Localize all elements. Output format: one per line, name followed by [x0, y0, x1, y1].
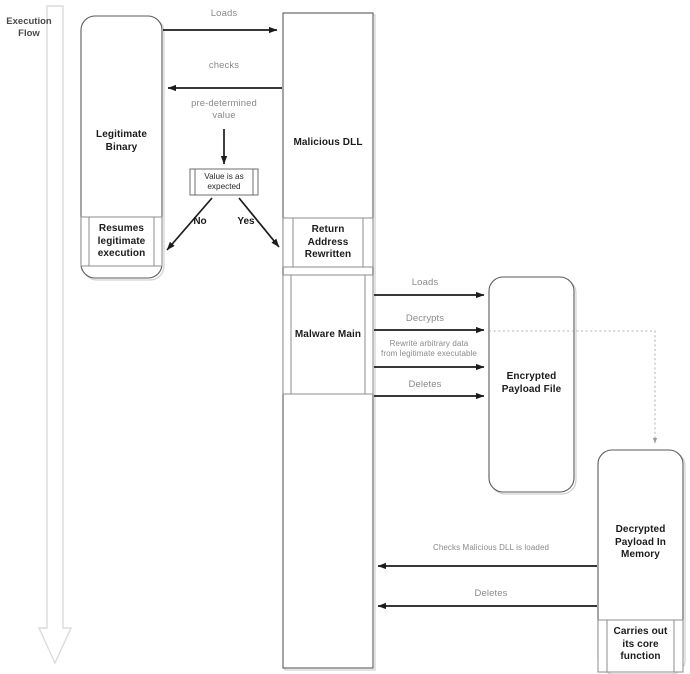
branch-label-yes: Yes: [237, 216, 255, 227]
branch-label-no: No: [193, 216, 207, 227]
activation-label-return-address-rewritten: Return Address Rewritten: [304, 224, 352, 260]
message-label-deletes-dll: Deletes: [474, 588, 508, 599]
execution-flow-label: Execution Flow: [6, 16, 52, 39]
lifeline-label-legitimate-binary: Legitimate Binary: [95, 129, 147, 153]
message-label-deletes-payload-file: Deletes: [408, 379, 442, 390]
activation-resumes-legitimate-execution-shape: [80, 216, 163, 267]
lifeline-label-encrypted-payload-file: Encrypted Payload File: [501, 371, 562, 395]
message-label-loads-payload: Loads: [411, 277, 439, 288]
activation-label-malware-main: Malware Main: [294, 329, 362, 340]
decision-value-is-as-expected-shape: [189, 168, 259, 196]
lifeline-legitimate-binary-shape: [80, 15, 165, 281]
activation-carries-out-its-core-function-shape: [597, 619, 684, 673]
activation-label-resumes-legitimate-execution: Resumes legitimate execution: [97, 223, 146, 259]
message-label-decrypts: Decrypts: [405, 313, 445, 324]
message-label-checks-malicious-dll-is-loaded: Checks Malicious DLL is loaded: [432, 543, 550, 552]
message-label-pre-determined-value: pre-determined value: [191, 98, 257, 121]
message-label-rewrite-arbitrary-data: Rewrite arbitrary data from legitimate e…: [381, 339, 477, 358]
branch-yes-arrow: [238, 197, 280, 248]
message-decrypt-to-memory-arrow: [489, 330, 658, 444]
activation-malware-main-shape: [282, 274, 374, 395]
lifeline-label-malicious-dll: Malicious DLL: [293, 137, 363, 148]
execution-flow-arrow: [37, 5, 73, 665]
activation-label-carries-out-its-core-function: Carries out its core function: [613, 626, 668, 662]
lifeline-label-decrypted-payload-in-memory: Decrypted Payload In Memory: [614, 524, 666, 560]
message-label-loads-dll: Loads: [210, 8, 238, 19]
message-label-checks: checks: [208, 60, 240, 71]
decision-label-value-is-as-expected: Value is as expected: [204, 172, 244, 191]
branch-no-arrow: [166, 197, 213, 251]
activation-return-address-rewritten-shape: [282, 217, 374, 268]
lifeline-encrypted-payload-file-shape: [488, 276, 577, 495]
